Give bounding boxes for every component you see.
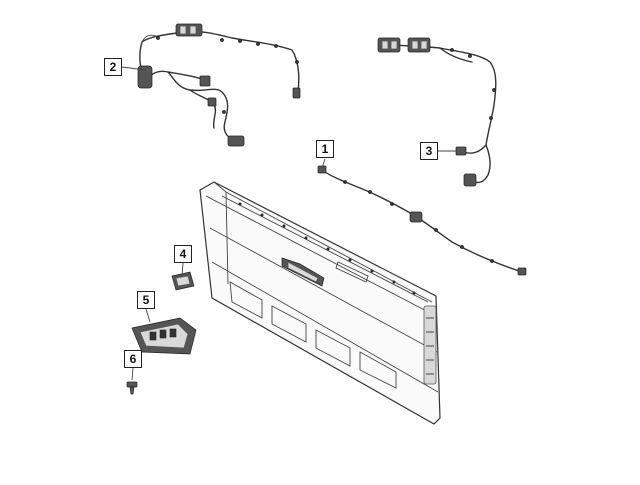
tailgate-harness [317, 165, 527, 276]
wiring-harness-right [377, 37, 497, 187]
callout-2: 2 [104, 58, 122, 76]
callout-6: 6 [124, 350, 142, 368]
tailgate-panel [199, 181, 441, 425]
callout-5: 5 [137, 291, 155, 309]
callout-4: 4 [174, 245, 192, 263]
callout-1: 1 [316, 140, 334, 158]
leader-lines [121, 66, 458, 381]
bracket-part [171, 271, 195, 291]
wiring-harness-left [137, 23, 301, 147]
switch-module [131, 317, 197, 355]
callout-3: 3 [420, 142, 438, 160]
fastener-part [126, 381, 138, 395]
